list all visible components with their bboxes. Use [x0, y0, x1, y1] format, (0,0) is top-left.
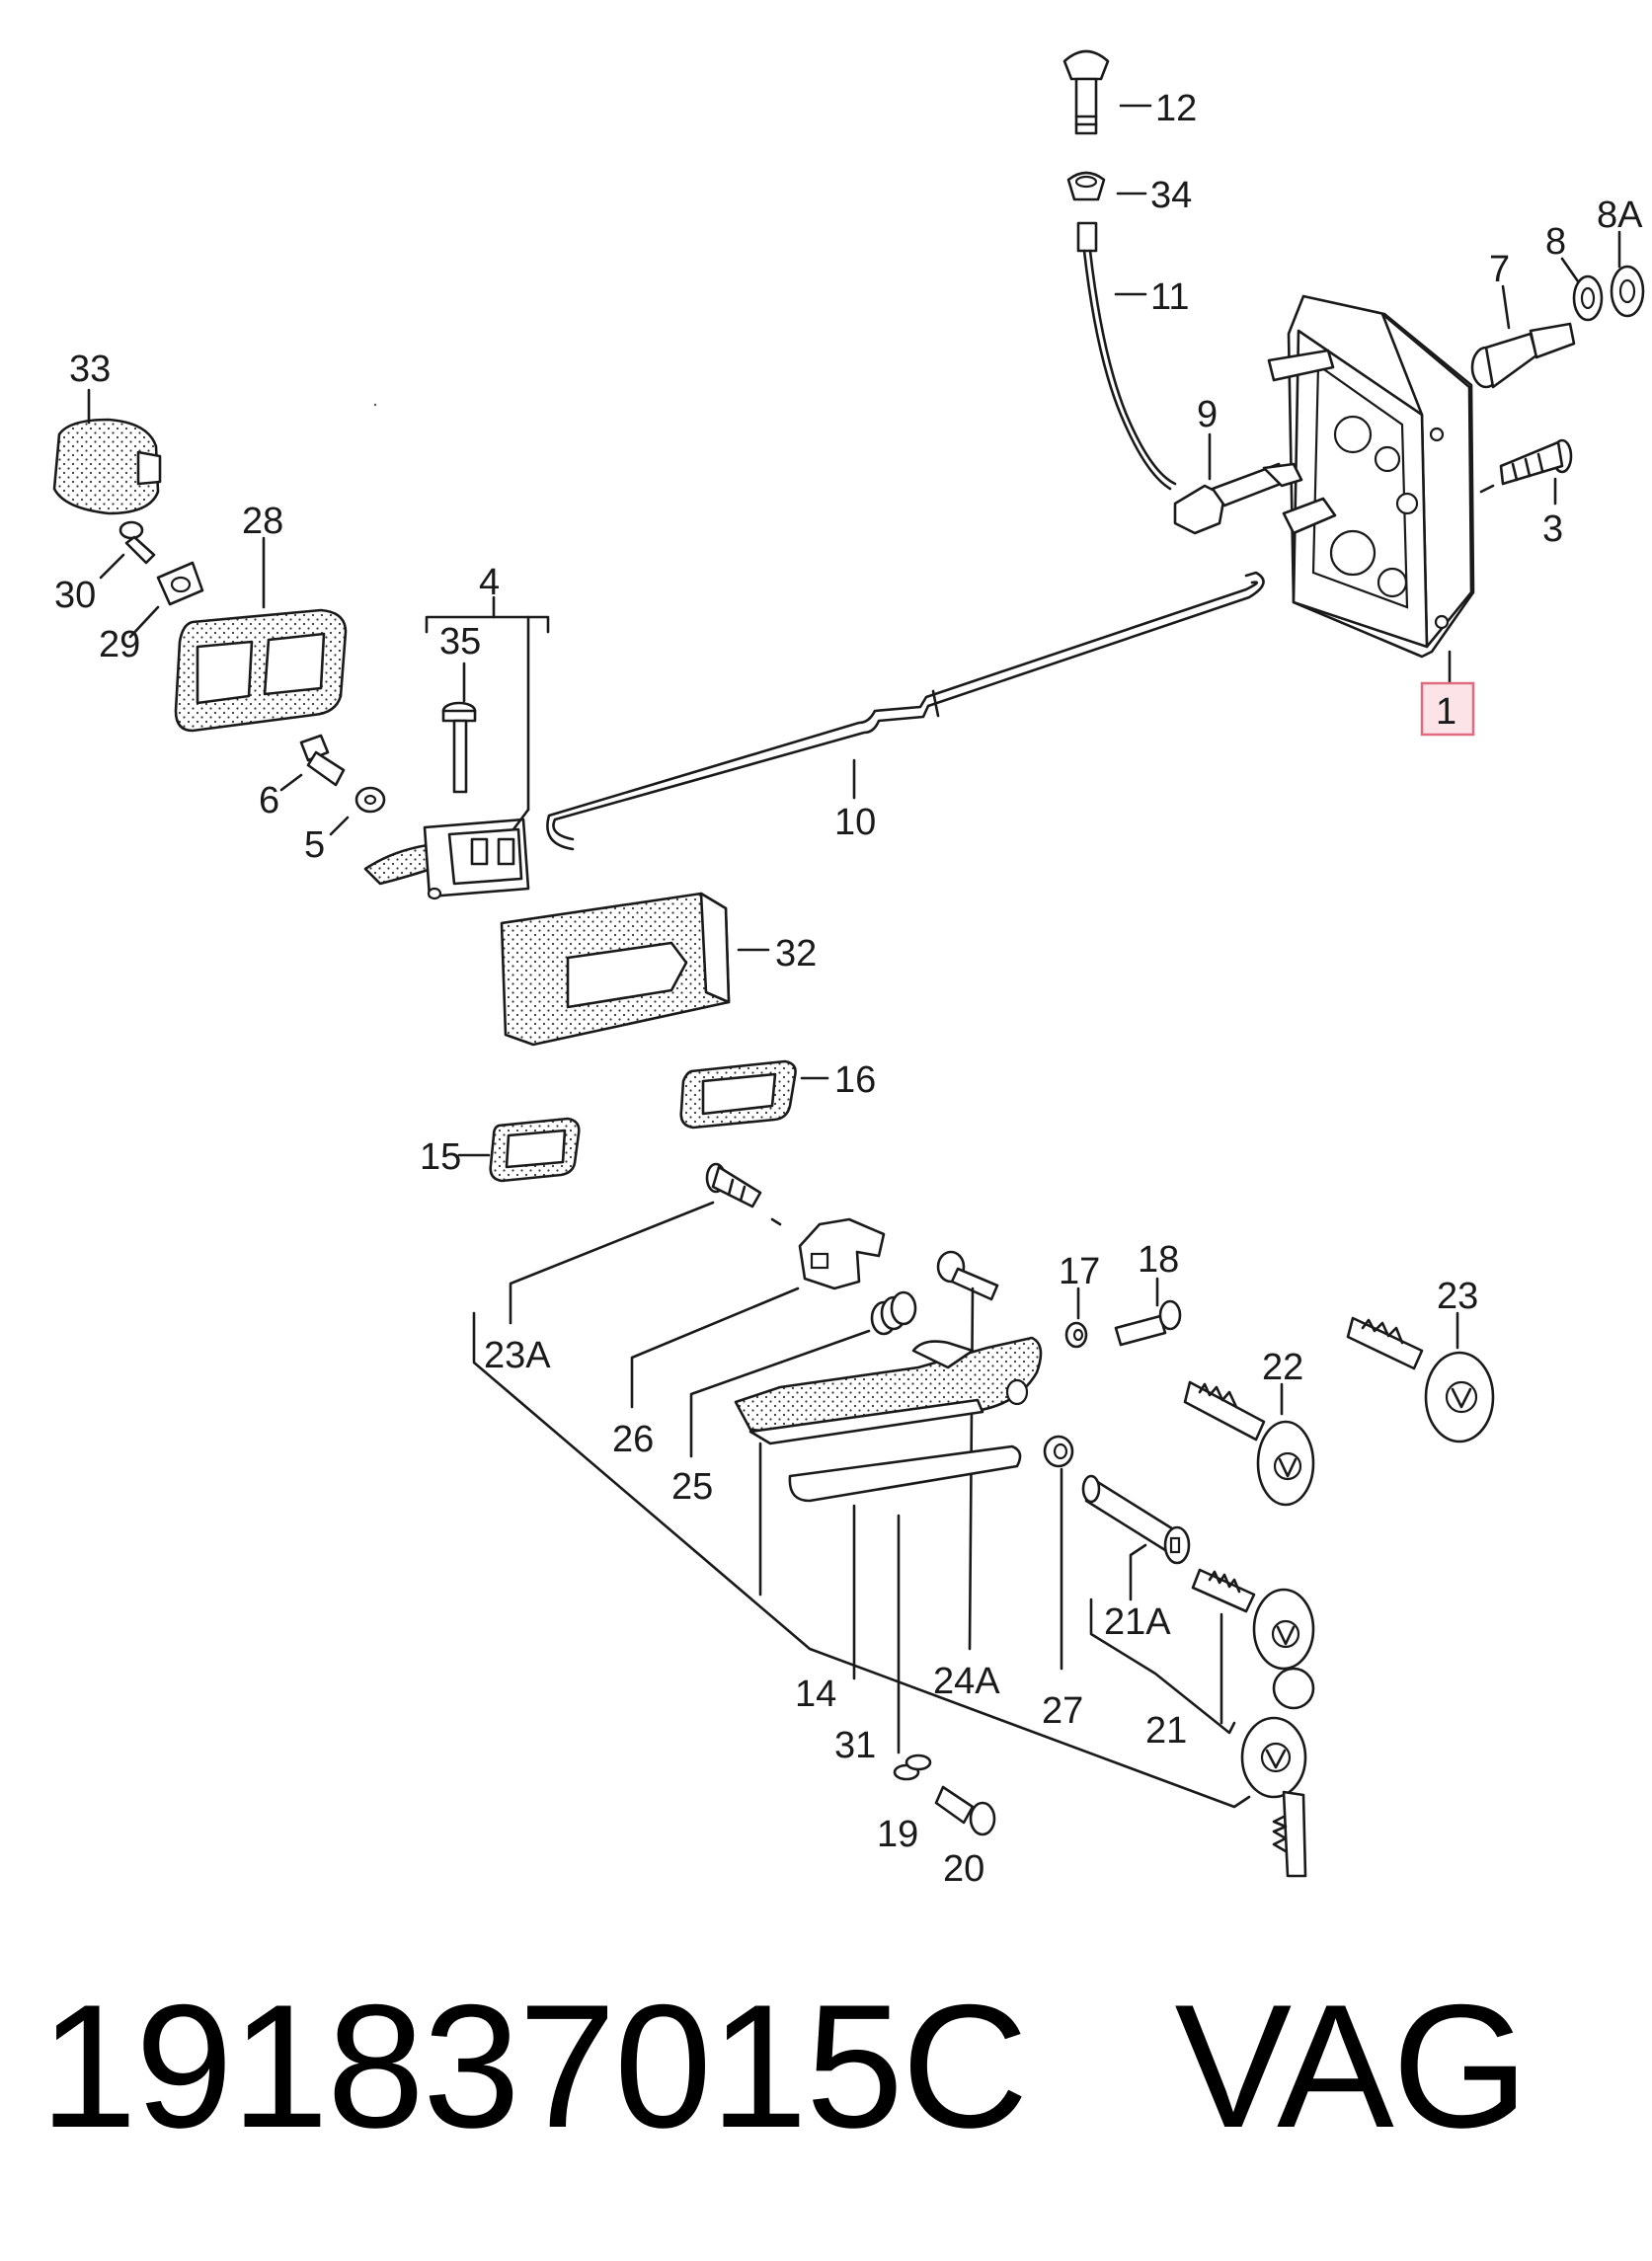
screw-20 [934, 1785, 996, 1836]
label-7: 7 [1489, 249, 1510, 290]
brand-name: VAG [1174, 1968, 1530, 2164]
lock-cylinder-21a [1081, 1474, 1191, 1565]
bushing-29 [156, 561, 204, 606]
label-20: 20 [943, 1848, 984, 1890]
label-10: 10 [834, 802, 876, 843]
leader-26 [630, 1286, 800, 1409]
leader-5 [329, 816, 350, 836]
leader-6 [279, 773, 303, 792]
outer-door-handle [734, 1336, 1043, 1445]
label-23: 23 [1437, 1276, 1478, 1317]
handle-cover-33 [52, 418, 162, 515]
label-6: 6 [259, 780, 279, 821]
label-1: 1 [1436, 691, 1456, 733]
leader-7 [1501, 284, 1511, 330]
leader-23a [509, 1201, 715, 1325]
label-27: 27 [1042, 1690, 1083, 1732]
highlight-box-1 [1420, 681, 1475, 737]
gasket-16 [679, 1059, 797, 1130]
rod-clip [1173, 462, 1303, 535]
inner-handle-surround [174, 608, 348, 733]
screw-18 [1114, 1299, 1182, 1347]
label-19: 19 [877, 1814, 918, 1855]
label-30: 30 [54, 575, 96, 616]
key-ring [1272, 1667, 1315, 1710]
key-21-b [1240, 1716, 1307, 1878]
stray-dot [373, 403, 377, 407]
label-22: 22 [1262, 1347, 1303, 1388]
foam-seal-block [500, 892, 731, 1047]
label-4: 4 [479, 562, 500, 603]
washer-8a [1610, 265, 1645, 318]
leader-4c [511, 808, 530, 831]
label-32: 32 [775, 933, 817, 975]
screw-30 [118, 520, 156, 565]
label-31: 31 [834, 1725, 876, 1766]
screw-24a [936, 1250, 999, 1301]
handle-bracket-26 [798, 1217, 886, 1290]
leader-29 [128, 605, 160, 639]
bush-17 [1064, 1321, 1088, 1349]
connecting-rod [546, 571, 1265, 851]
key-21-a [1191, 1568, 1315, 1671]
label-12: 12 [1155, 88, 1197, 129]
clip-19 [893, 1754, 932, 1781]
label-18: 18 [1138, 1239, 1179, 1281]
bracket-14 [472, 1311, 1251, 1809]
bracket-4 [425, 615, 550, 634]
label-29: 29 [99, 624, 140, 665]
label-17: 17 [1059, 1251, 1100, 1292]
lock-knob [1062, 49, 1110, 135]
pin-35 [441, 701, 477, 794]
label-26: 26 [612, 1419, 654, 1460]
leader-8 [1560, 257, 1580, 283]
key-22 [1183, 1380, 1315, 1507]
screw-23a [705, 1162, 762, 1208]
label-16: 16 [834, 1059, 876, 1101]
key-23 [1346, 1316, 1495, 1443]
label-25: 25 [671, 1466, 713, 1508]
screw-6 [299, 734, 346, 787]
lock-pin-bolt [1470, 322, 1576, 389]
lock-screw [1499, 438, 1573, 486]
handle-trim-31 [788, 1444, 1022, 1503]
label-15: 15 [420, 1136, 461, 1178]
label-28: 28 [242, 501, 283, 542]
part-number: 191837015C [39, 1968, 1029, 2164]
label-8: 8 [1545, 221, 1566, 263]
label-3: 3 [1542, 508, 1563, 550]
leader-23a-dot [770, 1217, 782, 1226]
label-21a: 21A [1104, 1601, 1171, 1643]
label-8a: 8A [1597, 195, 1643, 236]
label-5: 5 [304, 824, 325, 866]
label-23a: 23A [484, 1335, 551, 1376]
leader-30 [99, 553, 125, 580]
door-lock-body [1267, 294, 1475, 659]
leader-21a [1129, 1543, 1147, 1601]
leader-25 [689, 1329, 871, 1458]
gasket-15 [489, 1117, 581, 1183]
label-9: 9 [1197, 394, 1218, 435]
knob-guide-grommet [1066, 171, 1106, 201]
inner-release-lever [363, 818, 530, 900]
label-21: 21 [1145, 1710, 1187, 1752]
label-35: 35 [439, 621, 481, 663]
label-33: 33 [69, 349, 111, 390]
label-14: 14 [795, 1674, 836, 1715]
bracket-21 [1089, 1598, 1236, 1735]
lock-rod [1076, 221, 1177, 491]
bush-27 [1043, 1435, 1074, 1468]
washer-5 [354, 786, 386, 814]
label-11: 11 [1150, 276, 1189, 318]
leader-3b [1479, 484, 1495, 494]
label-34: 34 [1150, 175, 1192, 216]
washer-8 [1572, 274, 1604, 322]
label-24a: 24A [933, 1661, 1000, 1702]
part-number-footer: 191837015C VAG [39, 1965, 1652, 2167]
spring-25 [870, 1290, 917, 1336]
